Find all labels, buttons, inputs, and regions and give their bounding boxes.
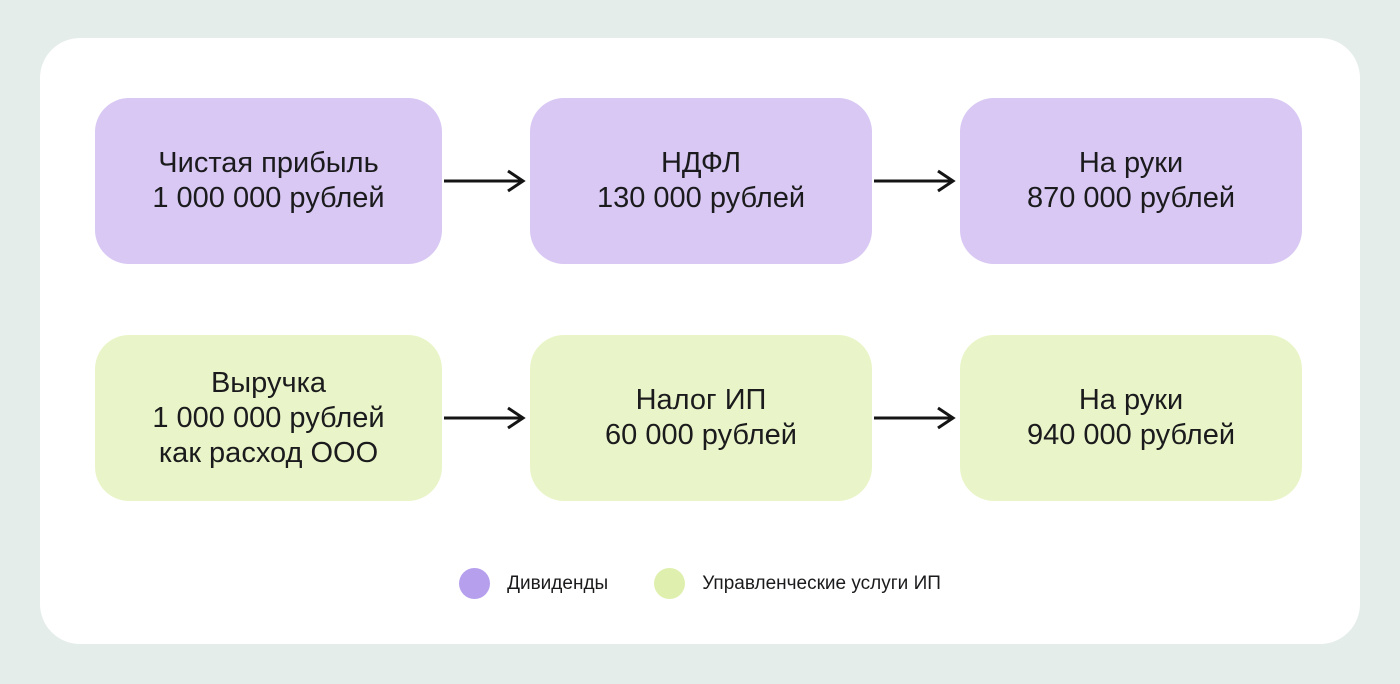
flow-box-revenue: Выручка 1 000 000 рублей как расход ООО — [95, 335, 442, 501]
box-line: НДФЛ — [660, 147, 742, 179]
legend-item-dividends: Дивиденды — [459, 568, 608, 599]
flow-box-net-profit: Чистая прибыль 1 000 000 рублей — [95, 98, 442, 264]
arrow-right-icon — [443, 167, 527, 195]
legend: Дивиденды Управленческие услуги ИП — [40, 568, 1360, 599]
legend-item-ip-services: Управленческие услуги ИП — [654, 568, 941, 599]
purple-dot-icon — [459, 568, 491, 599]
flow-box-ip-tax: Налог ИП 60 000 рублей — [530, 335, 872, 501]
green-dot-icon — [654, 568, 686, 599]
box-line: Чистая прибыль — [158, 147, 379, 179]
arrow-right-icon — [873, 167, 957, 195]
diagram-card: Чистая прибыль 1 000 000 рублей НДФЛ 130… — [40, 38, 1360, 644]
box-line: На руки — [1078, 147, 1184, 179]
box-line: 1 000 000 рублей — [152, 401, 385, 434]
box-line: 130 000 рублей — [596, 182, 806, 214]
arrow-right-icon — [873, 404, 957, 432]
box-line: Налог ИП — [635, 384, 767, 416]
box-line: 870 000 рублей — [1026, 182, 1236, 214]
box-line: 60 000 рублей — [605, 419, 797, 451]
legend-label: Управленческие услуги ИП — [702, 572, 941, 594]
flow-box-take-home-ip: На руки 940 000 рублей — [960, 335, 1302, 501]
box-line: 1 000 000 рублей — [152, 182, 385, 214]
arrow-right-icon — [443, 404, 527, 432]
flow-box-take-home-dividends: На руки 870 000 рублей — [960, 98, 1302, 264]
flow-box-ndfl-tax: НДФЛ 130 000 рублей — [530, 98, 872, 264]
box-line: как расход ООО — [158, 436, 379, 469]
box-line: Выручка — [210, 366, 327, 399]
box-line: На руки — [1078, 384, 1184, 416]
legend-label: Дивиденды — [507, 572, 609, 594]
box-line: 940 000 рублей — [1026, 419, 1236, 451]
